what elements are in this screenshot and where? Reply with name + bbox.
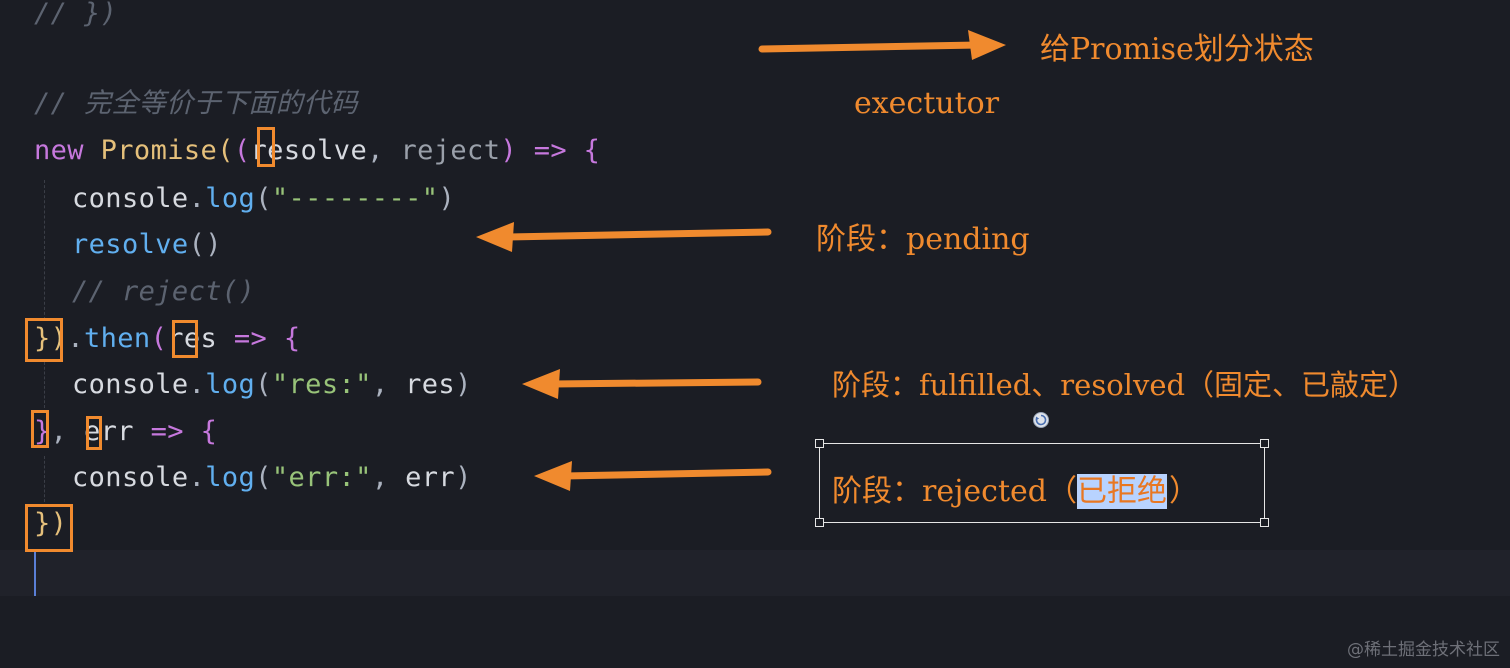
highlight-box-then-param <box>172 320 198 358</box>
text-cursor <box>1166 476 1169 510</box>
executor-paren: ( <box>233 135 251 166</box>
code-line-console-log-res: console.log("res:", res) <box>72 365 472 405</box>
annotation-fulfilled: 阶段：fulfilled、resolved（固定、已敲定） <box>832 368 1418 402</box>
code-line-then: }).then(res => { <box>34 319 301 359</box>
resize-handle-bottom-left[interactable] <box>815 518 824 527</box>
annotation-pending: 阶段：pending <box>816 222 1030 257</box>
code-line-console-log-dashes: console.log("--------") <box>72 179 455 219</box>
code-line-new-promise: new Promise((resolve, reject) => { <box>34 131 600 171</box>
open-brace: { <box>567 135 601 166</box>
arg-res: res <box>405 369 456 400</box>
function-log: log <box>205 462 256 493</box>
function-log: log <box>205 369 256 400</box>
function-resolve: resolve <box>72 229 189 260</box>
highlight-box-err-brace <box>31 410 49 448</box>
dot: . <box>67 323 84 354</box>
arrow-operator: => <box>533 135 567 166</box>
highlight-box-end-brace <box>25 504 73 552</box>
param-err: err <box>83 416 134 447</box>
text-caret <box>34 552 36 596</box>
resize-handle-top-right[interactable] <box>1260 439 1269 448</box>
code-line-reject-comment: // reject() <box>72 276 256 307</box>
keyword-new: new <box>34 135 84 166</box>
arg-err: err <box>405 462 456 493</box>
code-line-equivalent-comment: // 完全等价于下面的代码 <box>34 88 358 119</box>
highlight-box-executor-paren <box>257 127 275 167</box>
selected-text[interactable]: 已拒绝 <box>1076 474 1167 509</box>
code-line-console-log-err: console.log("err:", err) <box>72 458 472 498</box>
dot: . <box>188 462 206 493</box>
param-res: res <box>167 323 218 354</box>
dot: . <box>188 183 206 214</box>
object-console: console <box>72 462 189 493</box>
string-literal: "--------" <box>271 183 439 214</box>
indent-guide <box>44 456 45 502</box>
close-paren: ) <box>455 462 472 493</box>
comma: , <box>371 369 406 400</box>
annotation-executor: exectutor <box>854 86 1000 121</box>
indent-guide <box>44 362 45 408</box>
comma: , <box>367 135 401 166</box>
watermark-text: @稀土掘金技术社区 <box>1347 640 1500 660</box>
resize-handle-bottom-right[interactable] <box>1260 518 1269 527</box>
open-paren: ( <box>150 323 168 354</box>
function-log: log <box>205 183 256 214</box>
call-parens: () <box>188 229 222 260</box>
rotate-icon[interactable] <box>1032 411 1050 429</box>
code-line-end: }) <box>34 508 68 539</box>
text-box-selection[interactable] <box>815 439 1269 527</box>
param-reject: reject <box>400 135 501 166</box>
open-brace: { <box>200 416 218 447</box>
close-paren: ) <box>500 135 534 166</box>
function-then: then <box>83 323 151 354</box>
param-resolve: resolve <box>250 135 368 166</box>
object-console: console <box>72 369 189 400</box>
code-line-resolve-call: resolve() <box>72 225 222 265</box>
arrow-operator: => <box>217 323 284 354</box>
close-paren: ) <box>438 183 456 214</box>
code-line-top-comment: // }) <box>34 0 118 29</box>
indent-guide <box>44 180 45 320</box>
code-line-err-callback: }, err => { <box>34 412 217 452</box>
string-literal: "res:" <box>271 369 372 400</box>
open-paren: ( <box>255 369 272 400</box>
arrow-operator: => <box>133 416 201 447</box>
current-line-highlight <box>0 550 1510 596</box>
class-promise: Promise <box>100 135 218 166</box>
string-literal: "err:" <box>271 462 372 493</box>
highlight-box-close-brace <box>25 318 63 362</box>
comma: , <box>371 462 406 493</box>
annotation-promise-state: 给Promise划分状态 <box>1040 32 1314 67</box>
open-brace: { <box>283 323 301 354</box>
highlight-box-err-param <box>86 416 102 450</box>
open-paren: ( <box>217 135 234 166</box>
open-paren: ( <box>255 462 272 493</box>
close-paren: ) <box>455 369 472 400</box>
open-paren: ( <box>255 183 272 214</box>
resize-handle-top-left[interactable] <box>815 439 824 448</box>
comma: , <box>50 416 84 447</box>
annotation-rejected[interactable]: 阶段：rejected（已拒绝） <box>832 466 1199 510</box>
dot: . <box>188 369 206 400</box>
rejected-suffix: ） <box>1168 474 1199 509</box>
object-console: console <box>72 183 189 214</box>
rejected-prefix: 阶段：rejected（ <box>832 474 1077 509</box>
